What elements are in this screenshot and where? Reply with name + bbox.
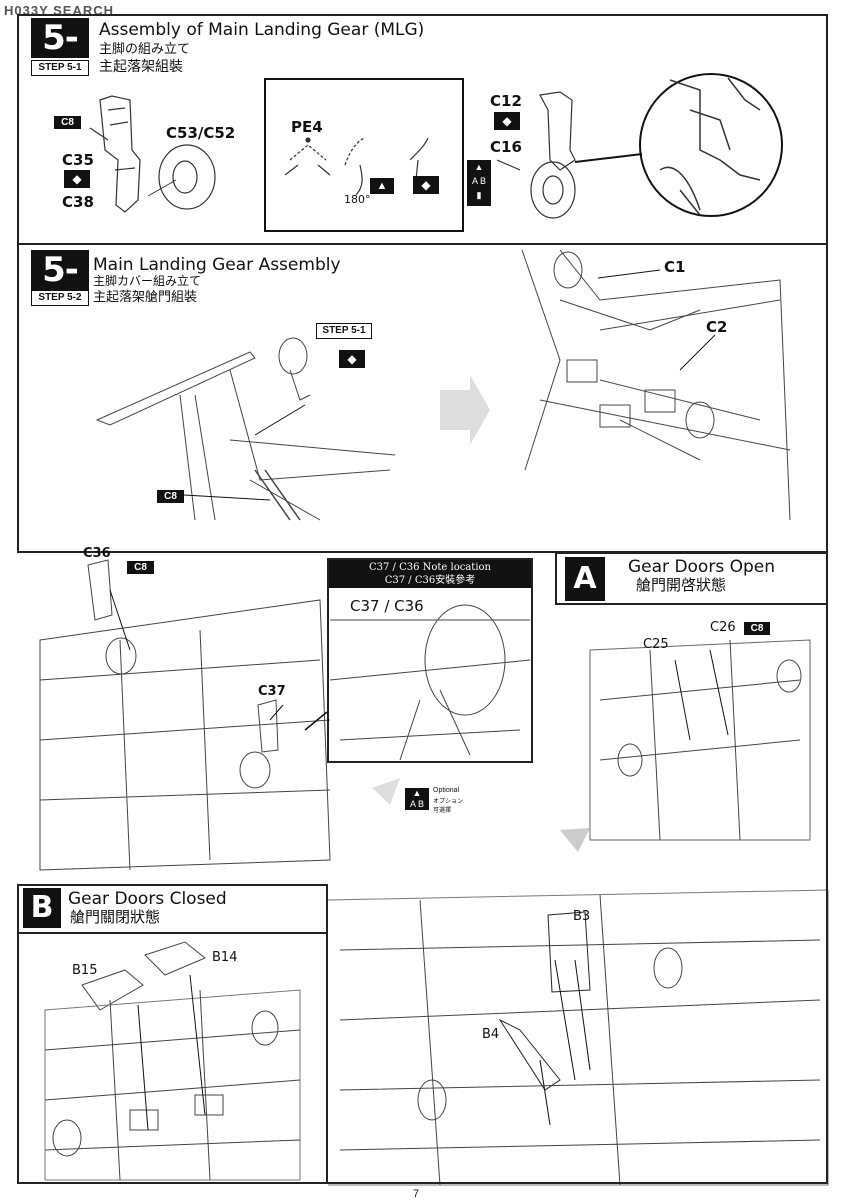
rotation-angle-label: 180° xyxy=(344,193,371,206)
step-5-1-title-cn: 主起落架組裝 xyxy=(99,59,183,75)
panel-b-title-en: Gear Doors Closed xyxy=(68,889,227,909)
part-label-c38: C38 xyxy=(62,193,94,211)
part-label-b3: B3 xyxy=(573,909,591,924)
panel-b-letter: B xyxy=(23,888,61,928)
cement-icon-4: ◆ xyxy=(339,350,365,368)
step-5-1-drawing xyxy=(89,73,783,232)
panel-a-letter: A xyxy=(565,557,605,601)
part-label-c2: C2 xyxy=(706,318,728,336)
part-tag-c8-5-2: C8 xyxy=(157,490,184,503)
optional-label-cn: 可選擇 xyxy=(433,808,452,814)
part-label-b15: B15 xyxy=(72,963,98,978)
part-label-c36: C36 xyxy=(83,546,111,561)
step-5-2-title-jp: 主脚カバー組み立て xyxy=(93,274,202,288)
part-tag-c8-a: C8 xyxy=(744,622,770,635)
part-label-c37: C37 xyxy=(258,684,286,699)
panel-b-title-cn: 艙門關閉狀態 xyxy=(70,908,161,926)
cement-icon: ◆ xyxy=(64,170,90,188)
step-tag-5-2: STEP 5-2 xyxy=(31,290,89,306)
note-header xyxy=(329,560,531,588)
step-5-1-title-jp: 主脚の組み立て xyxy=(99,42,191,57)
cement-icon-2: ◆ xyxy=(413,176,439,194)
part-label-c25: C25 xyxy=(643,637,669,652)
note-header-en: C37 / C36 Note location xyxy=(368,562,491,573)
panel-a-title-cn: 艙門開啓狀態 xyxy=(636,576,727,594)
part-tag-c8-c36: C8 xyxy=(127,561,154,574)
part-label-c1: C1 xyxy=(664,258,686,276)
note-header-cn: C37 / C36安裝參考 xyxy=(384,575,476,586)
part-label-b4: B4 xyxy=(482,1027,500,1042)
step-ref-5-1: STEP 5-1 xyxy=(316,323,372,339)
panel-b-panel xyxy=(17,884,328,1184)
part-label-c26: C26 xyxy=(710,620,736,635)
panel-a-title-en: Gear Doors Open xyxy=(628,557,775,577)
optional-label-jp: オプション xyxy=(433,799,464,805)
cement-icon-3: ◆ xyxy=(494,112,520,130)
part-label-pe4: PE4 xyxy=(291,118,323,136)
lower-right-frame-bottom xyxy=(328,1182,828,1184)
note-label: C37 / C36 xyxy=(350,597,424,615)
note-location-box xyxy=(327,558,533,763)
step-tag-5-1: STEP 5-1 xyxy=(31,60,89,76)
part-label-c35: C35 xyxy=(62,151,94,169)
part-label-c53-c52: C53/C52 xyxy=(166,124,236,142)
part-tag-c8: C8 xyxy=(54,116,81,129)
part-label-b14: B14 xyxy=(212,950,238,965)
bend-icon: ▲ xyxy=(370,178,394,194)
step-5-2-title-cn: 主起落架艙門組裝 xyxy=(93,290,198,305)
option-ab-icon: ▲A B▮ xyxy=(467,160,491,206)
step-5-1-title-en: Assembly of Main Landing Gear (MLG) xyxy=(99,20,425,40)
part-label-c12: C12 xyxy=(490,92,522,110)
part-label-c16: C16 xyxy=(490,138,522,156)
page-number: 7 xyxy=(413,1188,420,1200)
step-5-2-title-en: Main Landing Gear Assembly xyxy=(93,255,341,275)
lower-right-frame-right xyxy=(826,552,828,1184)
step-5-2-panel xyxy=(17,243,828,553)
panel-b-header-divider xyxy=(17,932,328,934)
optional-label-en: Optional xyxy=(433,787,460,794)
optional-ab-icon: ▲A B xyxy=(405,788,429,810)
